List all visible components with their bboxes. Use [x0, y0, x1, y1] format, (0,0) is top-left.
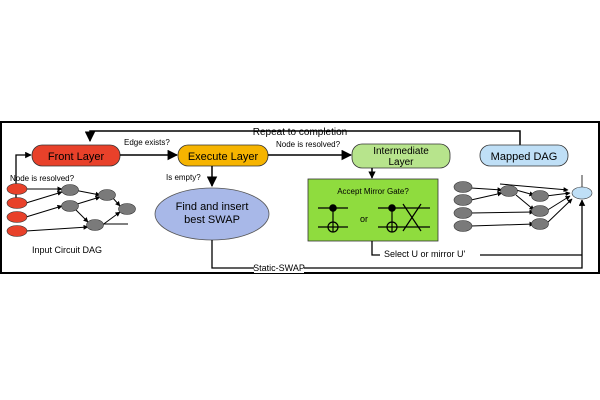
mirror-cnot-gate-icon	[378, 203, 430, 233]
static-swap-label-bg	[254, 262, 304, 273]
dag-node	[86, 219, 104, 231]
repeat-label: Repeat to completion	[253, 127, 348, 138]
mapped-dag-nodes	[453, 181, 593, 232]
node-resolved-left-label: Node is resolved?	[10, 174, 75, 183]
dag-node	[453, 220, 473, 232]
select-u-edge	[371, 241, 582, 256]
intermediate-layer-label-1: Intermediate	[373, 146, 429, 157]
dag-node	[453, 194, 473, 206]
dag-node	[531, 190, 549, 202]
input-dag-label: Input Circuit DAG	[32, 245, 102, 255]
mapped-dag-label: Mapped DAG	[491, 151, 558, 163]
input-dag-nodes	[6, 183, 136, 237]
accept-mirror-label: Accept Mirror Gate?	[337, 187, 409, 196]
intermediate-layer-label-2: Layer	[388, 157, 414, 168]
select-u-label: Select U or mirror U'	[384, 249, 466, 259]
or-label: or	[360, 214, 368, 224]
dag-node-red	[6, 225, 28, 237]
dag-node	[98, 189, 116, 201]
dag-node	[531, 218, 549, 230]
dag-node	[61, 184, 79, 196]
dag-node	[61, 200, 79, 212]
dag-node	[118, 203, 136, 215]
swap-label-1: Find and insert	[176, 201, 249, 213]
mapped-dag-edges	[470, 183, 573, 227]
front-layer-label: Front Layer	[48, 151, 105, 163]
repeat-edge	[84, 130, 521, 145]
static-swap-edge	[211, 199, 586, 269]
mapped-dag-node	[479, 144, 569, 167]
edge-exists-label: Edge exists?	[124, 138, 170, 147]
dag-node-red	[6, 183, 28, 195]
dag-node	[500, 185, 518, 197]
static-swap-label: Static-SWAP	[253, 263, 305, 273]
select-u-label-bg	[380, 248, 480, 259]
dag-node-red	[6, 197, 28, 209]
swap-label-2: best SWAP	[184, 214, 240, 226]
dag-node	[453, 207, 473, 219]
dag-node-red	[6, 211, 28, 223]
node-resolved-top-label: Node is resolved?	[276, 140, 341, 149]
execute-layer-label: Execute Layer	[188, 151, 259, 163]
dag-node	[453, 181, 473, 193]
dag-node-light	[571, 186, 593, 200]
is-empty-label: Is empty?	[166, 173, 201, 182]
cnot-gate-icon	[318, 204, 348, 233]
dag-node	[531, 205, 549, 217]
